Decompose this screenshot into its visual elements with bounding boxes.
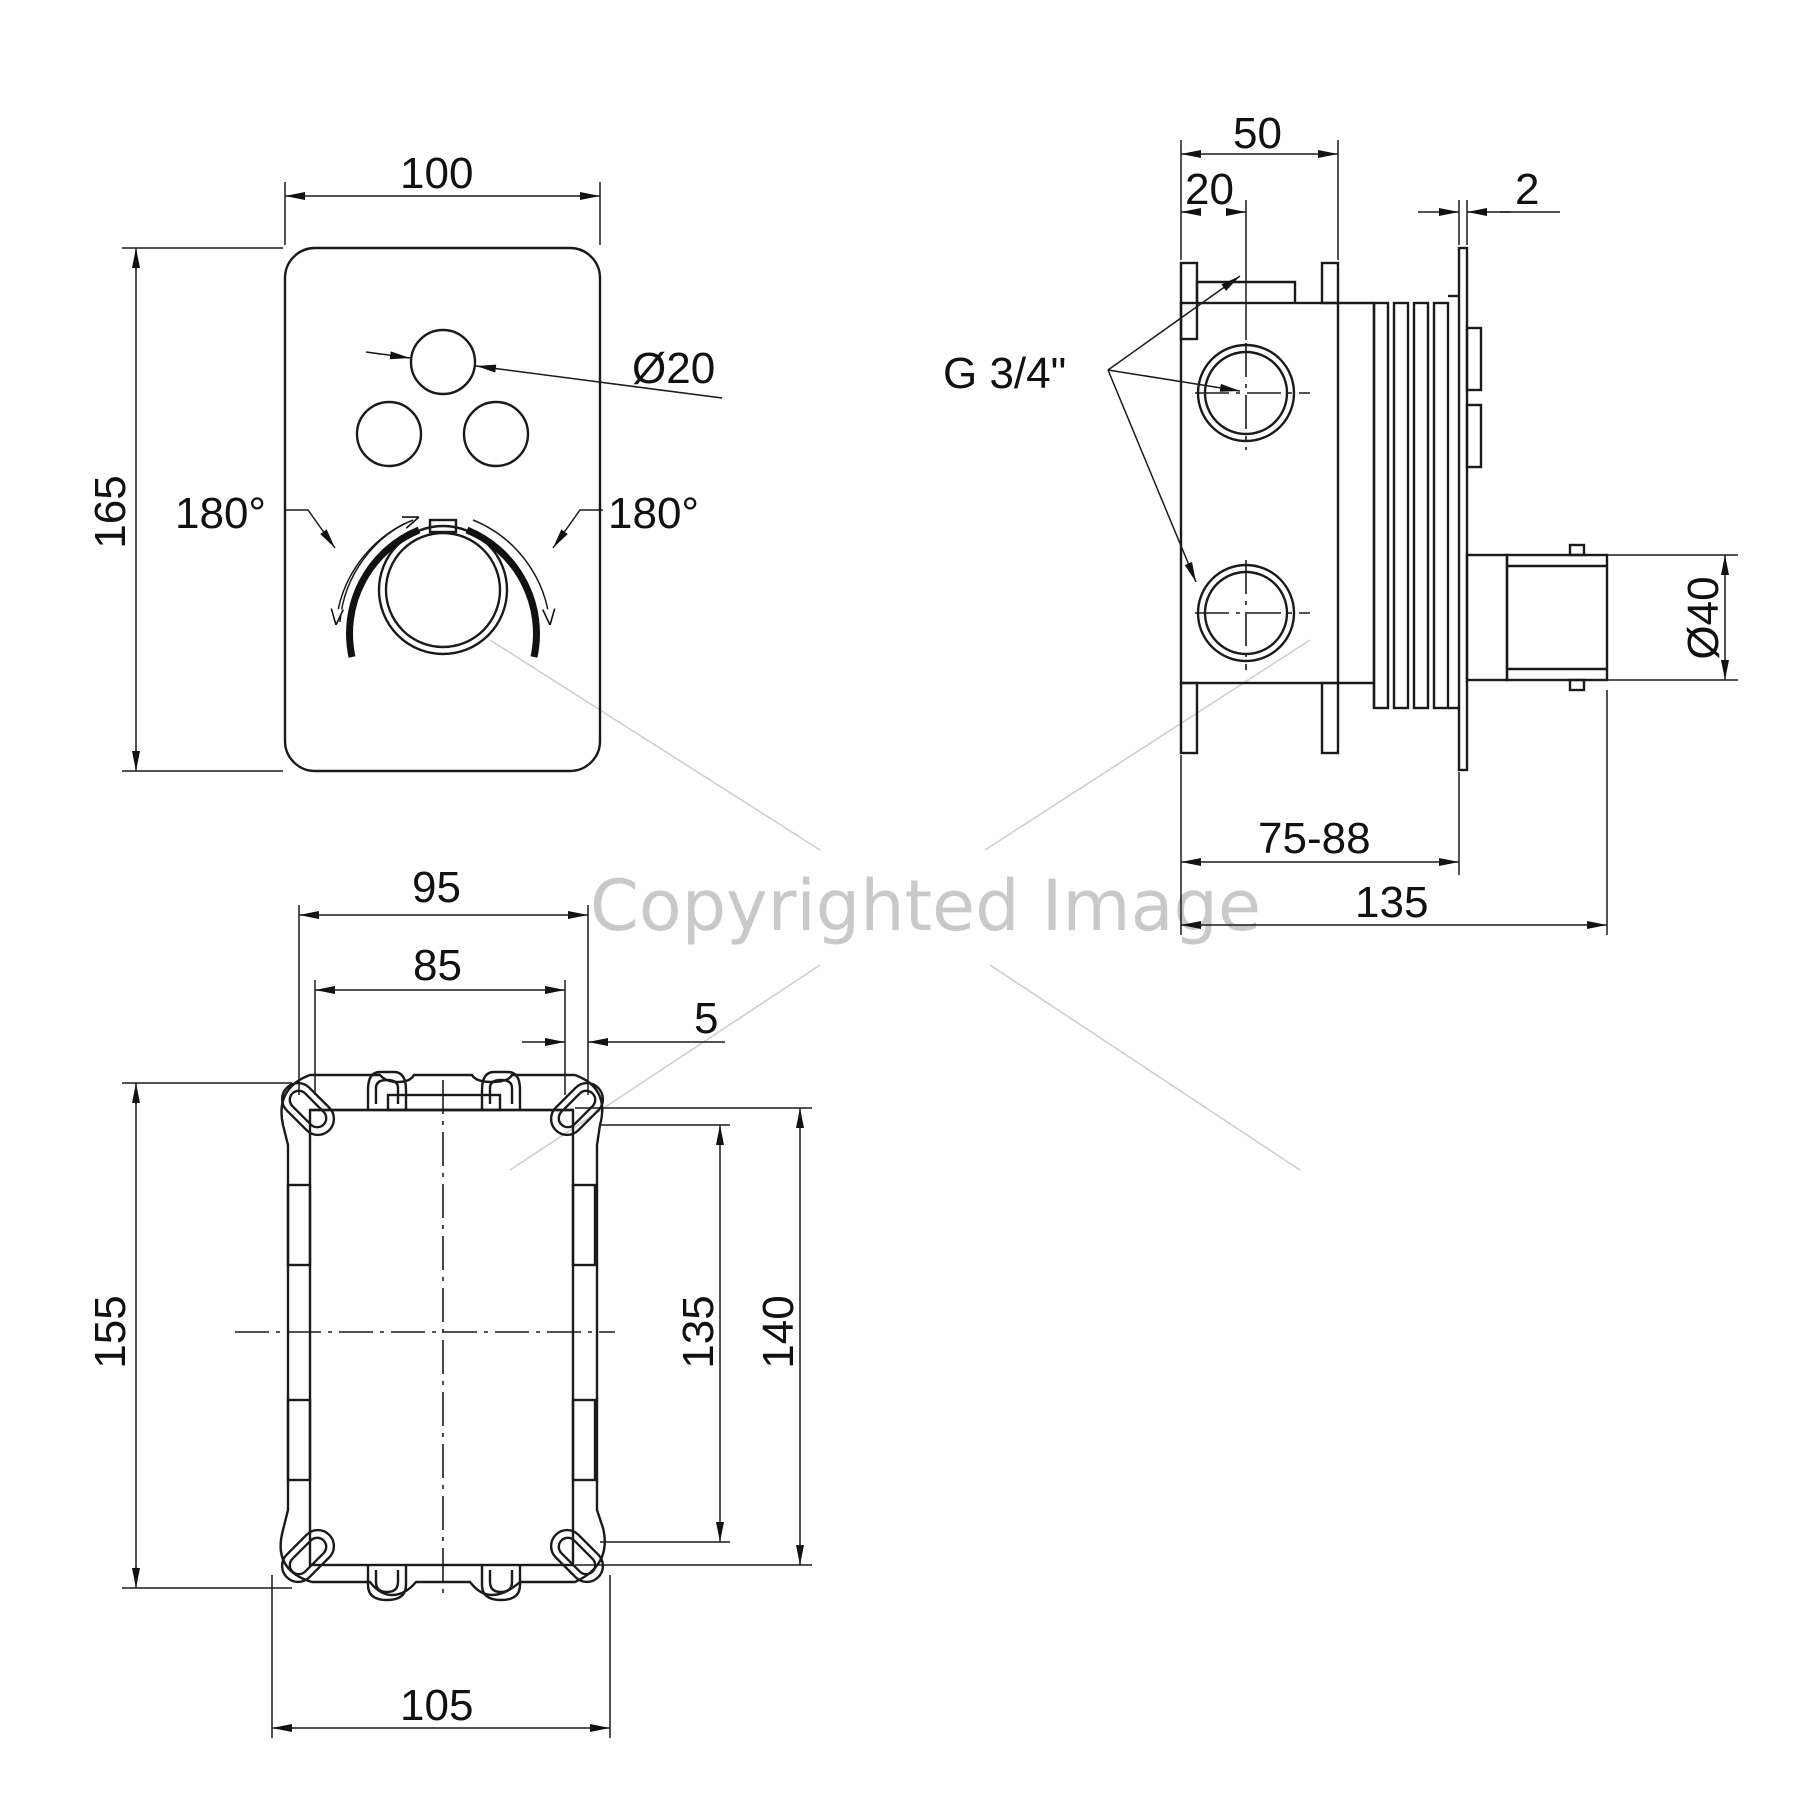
bracket-bottom-right bbox=[1320, 681, 1340, 755]
front-width-label: 100 bbox=[400, 149, 473, 198]
thermostat-knob bbox=[377, 524, 509, 656]
side-view: G 3/4" 50 20 2 Ø40 75-88 bbox=[943, 109, 1738, 935]
knob-notch bbox=[428, 518, 458, 534]
side-tab-1 bbox=[286, 1183, 312, 1267]
spindle-notch-top bbox=[1568, 543, 1586, 557]
corner-slot-bl bbox=[280, 1528, 336, 1584]
box-inner-width-label: 85 bbox=[413, 941, 462, 990]
valve-body bbox=[1179, 301, 1340, 685]
side-tab-3 bbox=[571, 1183, 597, 1267]
spindle-notch-bottom bbox=[1568, 678, 1586, 692]
box-bottom-width-label: 105 bbox=[400, 1681, 473, 1730]
thermostat-knob-inner bbox=[384, 531, 502, 649]
box-height-label: 155 bbox=[86, 1295, 135, 1368]
rotation-arc-right bbox=[465, 526, 540, 658]
bracket-top-right bbox=[1320, 261, 1340, 305]
rotation-left-label: 180° bbox=[175, 489, 266, 538]
thread-label: G 3/4" bbox=[943, 349, 1066, 398]
corner-slot-br bbox=[549, 1528, 605, 1584]
rotation-arc-left bbox=[346, 526, 421, 658]
button-left bbox=[355, 400, 423, 468]
box-view: 95 85 5 155 135 140 bbox=[86, 863, 812, 1738]
side-inner-label: 20 bbox=[1185, 165, 1234, 214]
total-depth-label: 135 bbox=[1355, 878, 1428, 927]
box-outer-width-label: 95 bbox=[412, 863, 461, 912]
frame-inner bbox=[308, 1108, 575, 1567]
watermark-text: Copyrighted Image bbox=[590, 865, 1261, 947]
side-tab-2 bbox=[286, 1398, 312, 1482]
inner-height-b-label: 140 bbox=[754, 1295, 803, 1368]
front-view: 180° 180° Ø20 100 165 bbox=[86, 149, 723, 773]
front-height-label: 165 bbox=[86, 475, 135, 548]
bracket-bottom-left bbox=[1179, 681, 1199, 755]
inner-height-a-label: 135 bbox=[674, 1295, 723, 1368]
cover-plate bbox=[283, 246, 602, 773]
wall-plate bbox=[1457, 246, 1469, 772]
top-cutout bbox=[386, 1093, 502, 1112]
frame-outer bbox=[279, 1073, 606, 1597]
spindle-base bbox=[1465, 553, 1509, 682]
side-depth-label: 50 bbox=[1233, 109, 1282, 158]
watermark: Copyrighted Image bbox=[489, 639, 1311, 1171]
rib-1 bbox=[1372, 301, 1390, 710]
button-right bbox=[462, 400, 530, 468]
button-diameter-label: Ø20 bbox=[632, 344, 715, 393]
plate-stop-bottom bbox=[1465, 403, 1483, 469]
side-tab-4 bbox=[571, 1398, 597, 1482]
install-depth-label: 75-88 bbox=[1258, 814, 1371, 863]
button-top bbox=[409, 328, 477, 396]
corner-slot-tl bbox=[280, 1081, 336, 1137]
plate-stop-top bbox=[1465, 326, 1483, 392]
corner-slot-tr bbox=[549, 1081, 605, 1137]
bracket-top-left bbox=[1179, 261, 1199, 341]
plate-thickness-label: 2 bbox=[1515, 165, 1539, 214]
handle-diameter-label: Ø40 bbox=[1679, 576, 1728, 659]
flange-label: 5 bbox=[694, 994, 718, 1043]
rotation-right-label: 180° bbox=[608, 489, 699, 538]
spindle-handle bbox=[1505, 553, 1609, 682]
